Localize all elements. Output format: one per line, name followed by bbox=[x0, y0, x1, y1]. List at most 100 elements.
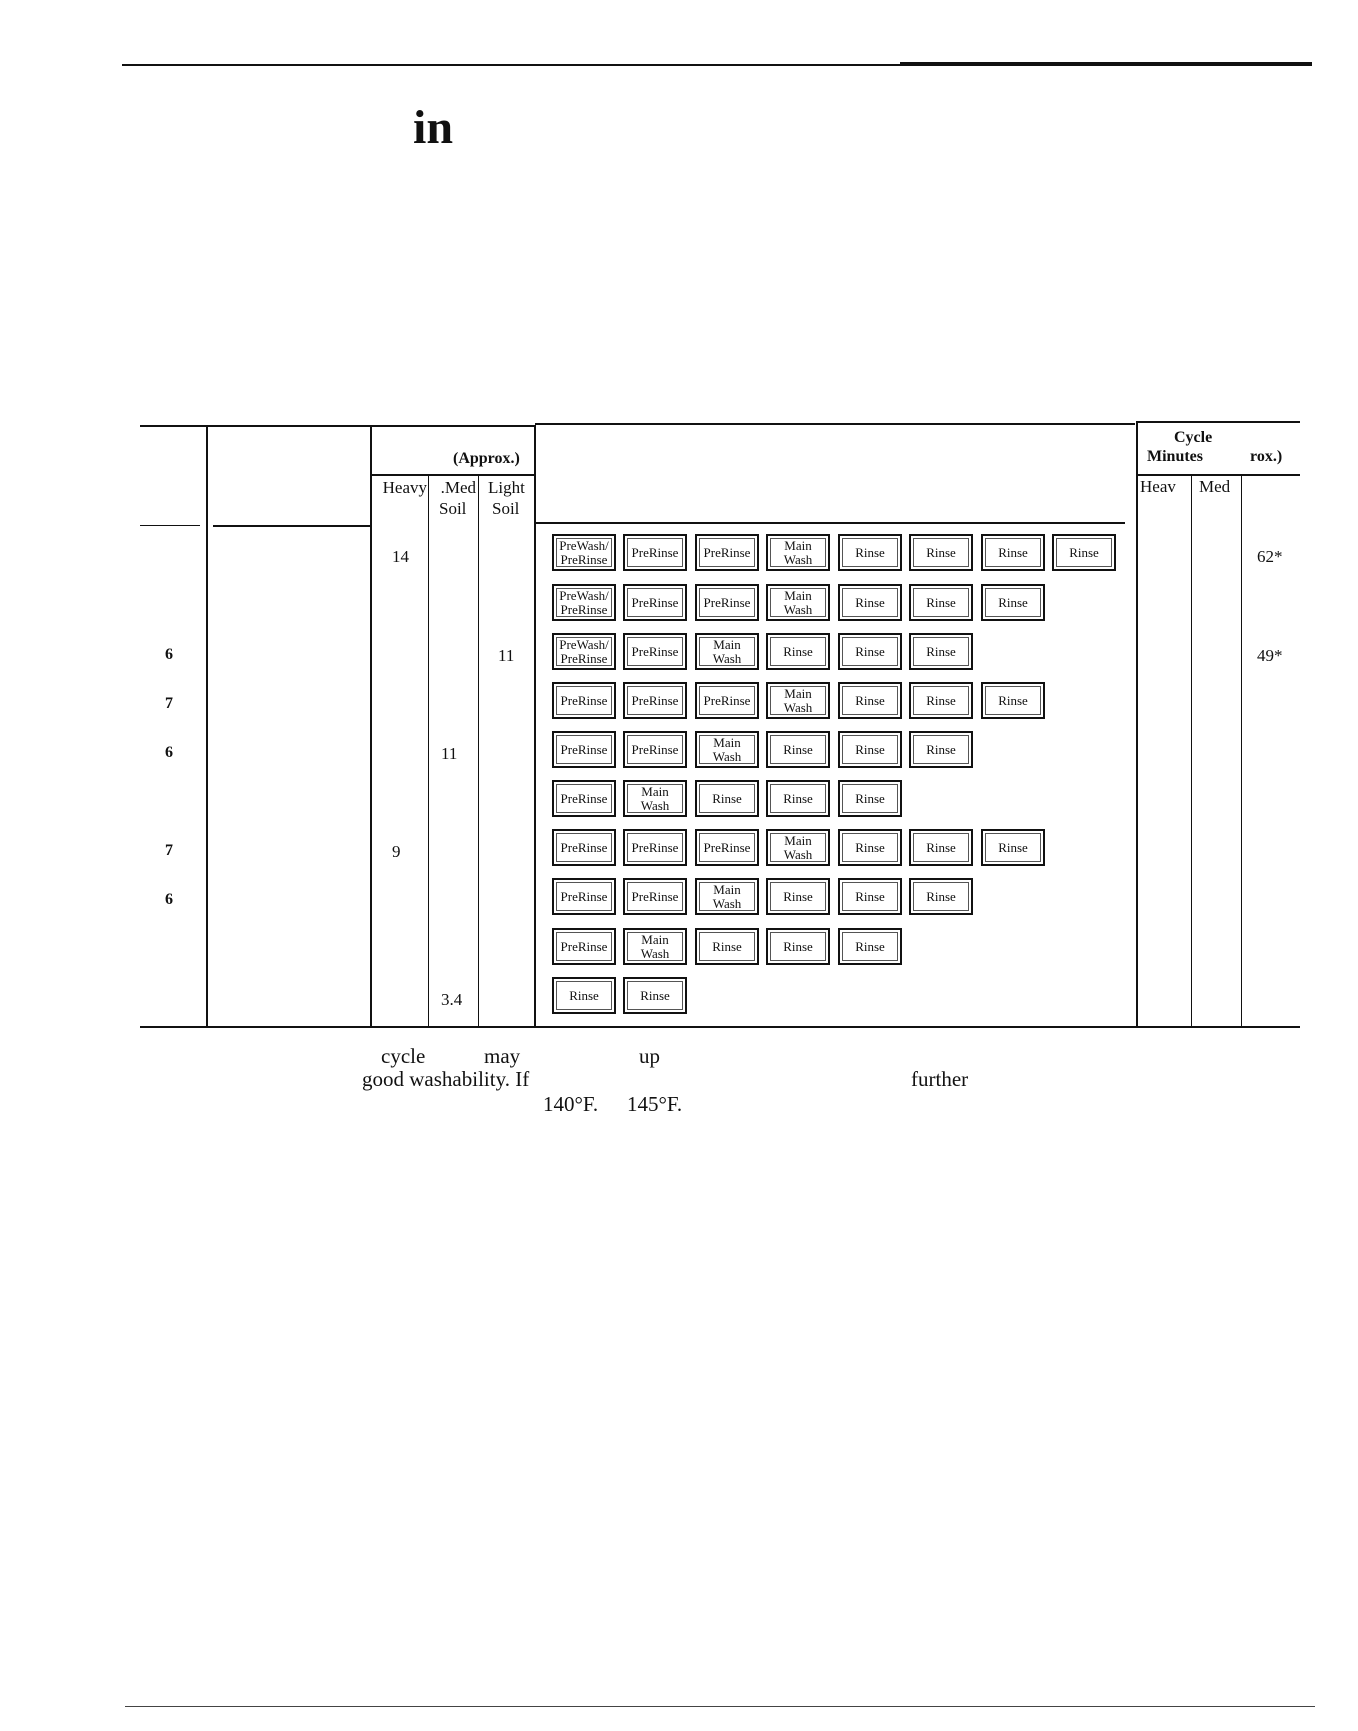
cycle-step-box: Rinse bbox=[838, 878, 902, 915]
col-divider-1 bbox=[206, 425, 208, 1027]
cycle-step-label: PreRinse bbox=[632, 693, 679, 708]
cycle-step-line: PreRinse bbox=[560, 551, 608, 567]
cycle-step-line: PreWash/ bbox=[559, 587, 609, 603]
cycle-step-line: Rinse bbox=[783, 888, 813, 904]
cycle-step-box: Rinse bbox=[1052, 534, 1116, 571]
cycle-step-line: PreRinse bbox=[560, 692, 608, 708]
minutes-sub-med: Med bbox=[1199, 477, 1231, 496]
cycle-step-line: Rinse bbox=[855, 839, 885, 855]
cycle-step-line: Rinse bbox=[855, 643, 885, 659]
cycle-step-label: Rinse bbox=[855, 693, 885, 708]
cycle-step-line: Rinse bbox=[712, 938, 742, 954]
cycle-step-box: Rinse bbox=[766, 780, 830, 817]
cycle-step-label: Rinse bbox=[855, 791, 885, 806]
cycle-step-label: PreRinse bbox=[704, 840, 751, 855]
note-word-up: up bbox=[639, 1044, 660, 1068]
cycle-step-line: Wash bbox=[640, 797, 670, 813]
soil-header-med: Med. bbox=[440, 478, 476, 497]
table-top-rule-mid bbox=[535, 423, 1135, 425]
cycle-step-line: PreRinse bbox=[560, 790, 608, 806]
cycle-step-line: Rinse bbox=[926, 888, 956, 904]
cycle-step-line: Rinse bbox=[783, 790, 813, 806]
cycle-step-line: PreRinse bbox=[560, 601, 608, 617]
cycle-step-line: PreRinse bbox=[560, 888, 608, 904]
cycle-step-label: PreRinse bbox=[560, 839, 608, 855]
cycle-step-box: Rinse bbox=[695, 928, 759, 965]
cycle-step-box: Rinse bbox=[838, 928, 902, 965]
cycle-step-label: Rinse bbox=[926, 742, 956, 757]
cycle-step-line: Main bbox=[784, 537, 812, 553]
cycle-step-box: PreRinse bbox=[552, 928, 616, 965]
cycle-step-line: Wash bbox=[640, 945, 670, 961]
col-divider-6 bbox=[1136, 421, 1138, 1027]
cycle-step-line: Rinse bbox=[926, 643, 956, 659]
cycle-step-box: PreRinse bbox=[623, 682, 687, 719]
cycle-step-line: PreRinse bbox=[560, 650, 608, 666]
row-number: 6 bbox=[165, 744, 173, 761]
cycle-step-label: PreWash/PreRinse bbox=[559, 637, 609, 666]
cycle-step-line: PreRinse bbox=[631, 888, 679, 904]
top-rule-thick bbox=[900, 62, 1312, 66]
cycle-step-line: Rinse bbox=[998, 839, 1028, 855]
cycle-step-line: Rinse bbox=[998, 692, 1028, 708]
cycle-step-box: Rinse bbox=[623, 977, 687, 1014]
col-divider-8 bbox=[1241, 476, 1242, 1027]
soil-header-med-sub: Soil bbox=[439, 499, 467, 518]
cycle-step-line: Rinse bbox=[926, 839, 956, 855]
top-rule bbox=[122, 64, 1312, 66]
water-med: 3.4 bbox=[441, 990, 463, 1009]
cycle-step-line: Rinse bbox=[855, 594, 885, 610]
cycle-step-box: Rinse bbox=[909, 633, 973, 670]
note-word-further: further bbox=[911, 1067, 969, 1091]
cycle-step-box: PreRinse bbox=[623, 584, 687, 621]
cycle-step-line: PreRinse bbox=[631, 839, 679, 855]
row-number: 7 bbox=[165, 842, 173, 859]
note-good-washability: good washability. If bbox=[362, 1067, 530, 1091]
cycle-step-label: Rinse bbox=[1069, 545, 1099, 560]
cycle-step-label: PreRinse bbox=[632, 545, 679, 560]
cycle-step-box: Rinse bbox=[838, 731, 902, 768]
cycle-step-box: PreRinse bbox=[695, 534, 759, 571]
col-divider-7 bbox=[1191, 476, 1192, 1027]
table-top-rule-left bbox=[140, 425, 535, 427]
cycle-step-label: Rinse bbox=[783, 939, 813, 954]
cycle-step-box: Rinse bbox=[838, 534, 902, 571]
cycle-step-line: Wash bbox=[712, 650, 742, 666]
cycle-step-line: Main bbox=[641, 783, 669, 799]
note-temp-140: 140°F. bbox=[543, 1092, 599, 1116]
cycle-step-label: Rinse bbox=[712, 938, 742, 954]
minutes-underline bbox=[1137, 474, 1300, 476]
cycle-step-box: PreRinse bbox=[552, 829, 616, 866]
note-temp-145: 145°F. bbox=[627, 1092, 683, 1116]
cycle-step-label: Rinse bbox=[926, 839, 956, 855]
cycle-step-line: Main bbox=[713, 734, 741, 750]
minutes-header-approx: rox.) bbox=[1250, 448, 1283, 465]
cycle-step-box: PreWash/PreRinse bbox=[552, 534, 616, 571]
cycle-step-label: PreRinse bbox=[560, 692, 608, 708]
water-heavy: 9 bbox=[392, 842, 401, 861]
row-number: 7 bbox=[165, 695, 173, 712]
cycle-step-line: Rinse bbox=[640, 987, 670, 1003]
cycle-step-box: Rinse bbox=[838, 633, 902, 670]
cycle-step-line: PreRinse bbox=[560, 839, 608, 855]
water-light: 11 bbox=[498, 646, 515, 665]
cycle-step-box: Rinse bbox=[981, 829, 1045, 866]
cycle-step-line: Wash bbox=[783, 551, 813, 567]
cycle-step-label: PreRinse bbox=[631, 888, 679, 904]
cycle-step-box: PreRinse bbox=[695, 584, 759, 621]
cycle-step-label: PreRinse bbox=[704, 693, 751, 708]
cycle-step-line: Rinse bbox=[926, 544, 956, 560]
cycle-step-line: Main bbox=[784, 832, 812, 848]
cycle-step-label: Rinse bbox=[926, 693, 956, 708]
cycle-step-line: Rinse bbox=[855, 741, 885, 757]
cycle-step-label: Rinse bbox=[855, 939, 885, 954]
